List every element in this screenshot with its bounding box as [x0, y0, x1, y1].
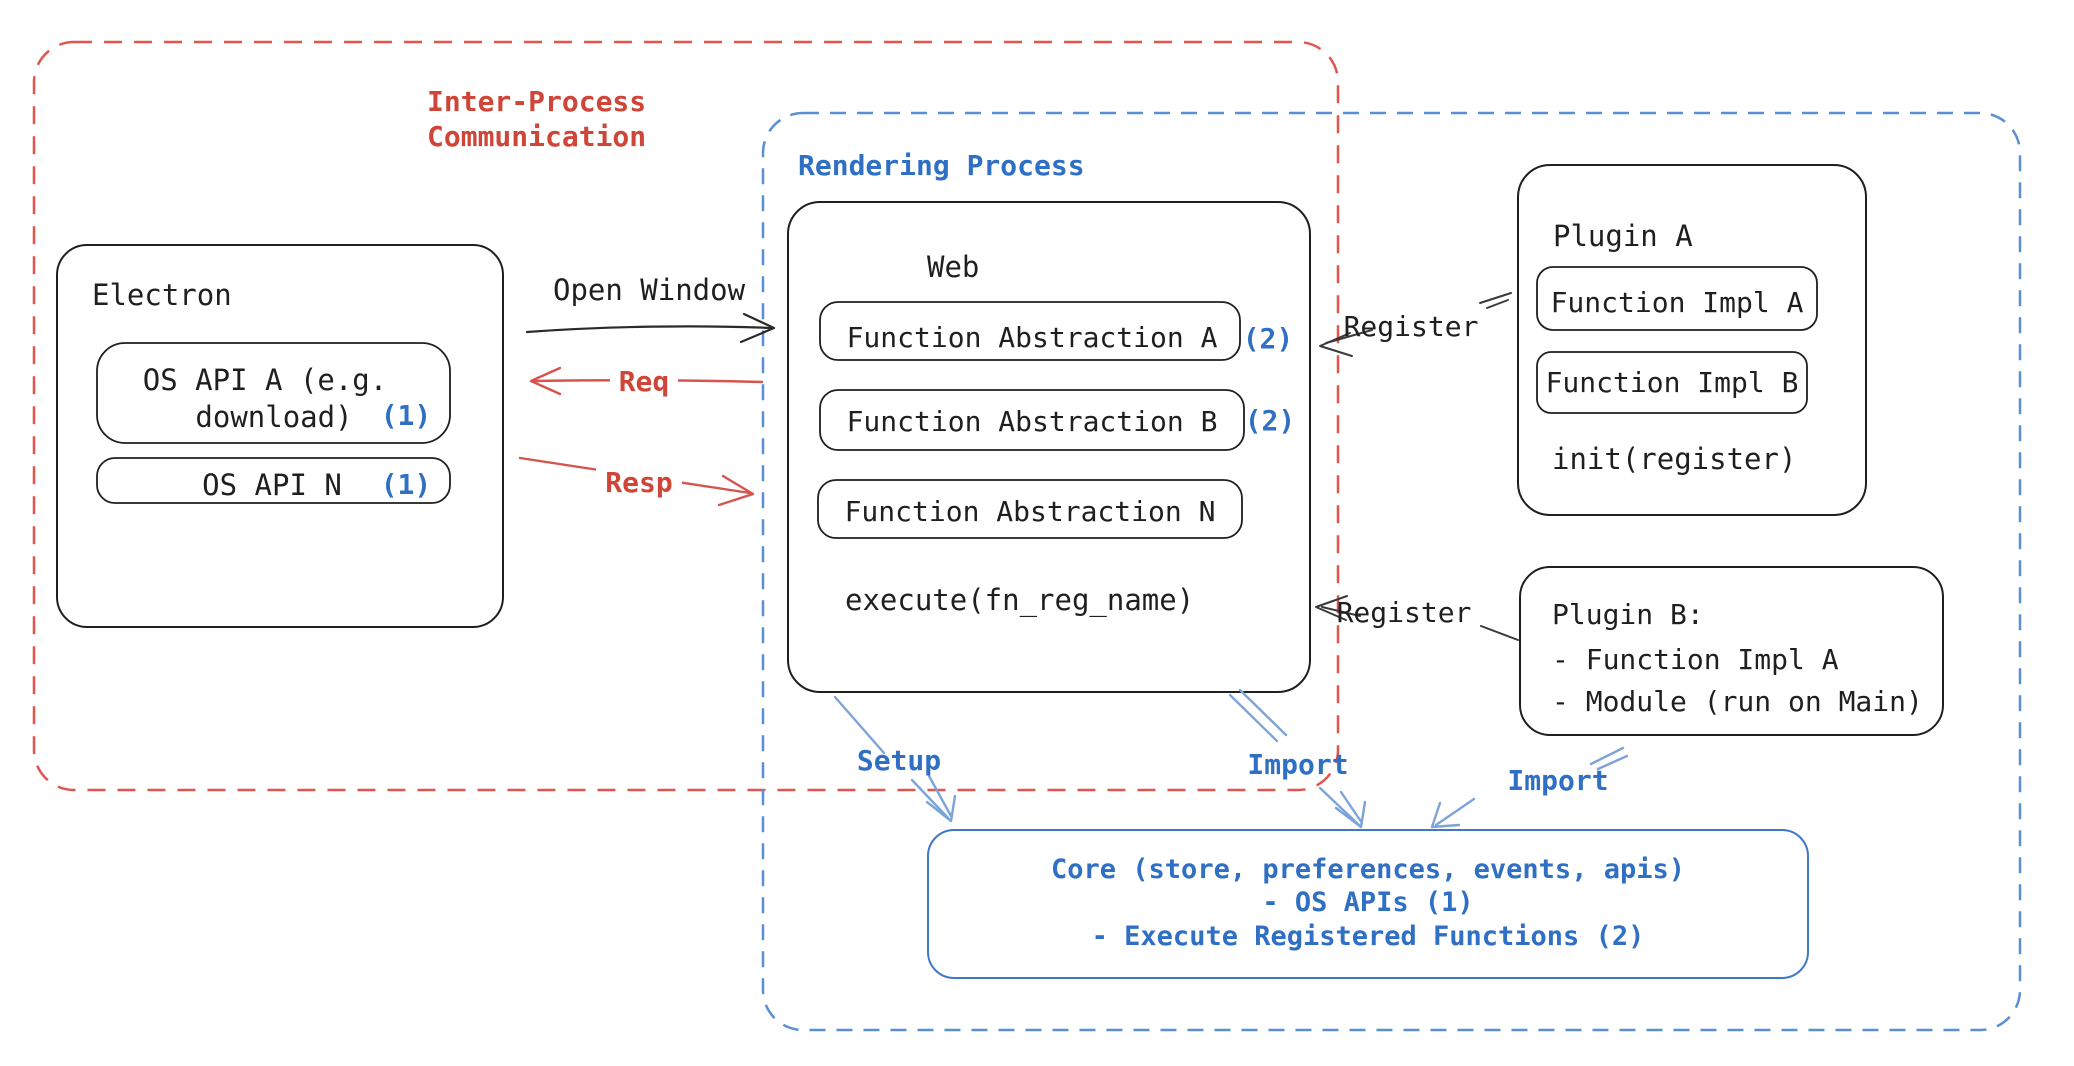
req-arrow: Req: [529, 365, 764, 398]
import-plugin-arrow-shaft: [1434, 797, 1476, 827]
function-abstraction-n-label: Function Abstraction N: [845, 495, 1216, 528]
function-impl-b-label: Function Impl B: [1546, 366, 1799, 399]
os-api-a-label-line1: OS API A (e.g.: [143, 363, 387, 397]
plugin-a-box: [1517, 164, 1867, 516]
import-web-arrow-shaft2: [1339, 790, 1364, 825]
import-arrow-web: Import: [1228, 688, 1367, 829]
import-web-line-upper2: [1238, 688, 1288, 737]
os-api-n-box: [96, 457, 451, 504]
plugin-b-line2: - Function Impl A: [1552, 643, 1839, 676]
setup-arrow: Setup: [833, 695, 957, 823]
electron-node: Electron OS API A (e.g. download) (1) OS…: [56, 244, 504, 628]
plugin-b-box: [1519, 566, 1944, 736]
ipc-title-line2: Communication: [427, 120, 646, 153]
import-plugin-arrow-head-icon: [1430, 801, 1461, 829]
import-plugin-slash2: [1596, 754, 1629, 771]
web-node: Web Function Abstraction A (2) Function …: [787, 201, 1311, 693]
resp-label-background: [596, 464, 682, 496]
setup-arrow-shaft2: [927, 774, 953, 818]
open-window-arrow-shaft: [525, 325, 774, 334]
function-abstraction-a-badge: (2): [1243, 322, 1294, 355]
web-title: Web: [927, 250, 979, 284]
core-node: Core (store, preferences, events, apis) …: [927, 829, 1809, 979]
core-line1: Core (store, preferences, events, apis): [1051, 854, 1685, 885]
register-a-arrow-head-icon: [1319, 332, 1353, 357]
execute-label: execute(fn_reg_name): [845, 583, 1194, 618]
plugin-a-title: Plugin A: [1553, 219, 1693, 253]
resp-arrow-head-icon: [717, 474, 755, 507]
req-arrow-head-icon: [529, 366, 562, 396]
plugin-a-node: Plugin A Function Impl A Function Impl B…: [1517, 164, 1867, 516]
import-plugin-slash: [1589, 746, 1625, 766]
setup-arrow-shaft: [910, 778, 951, 821]
register-b-arrow-head-icon: [1315, 595, 1348, 621]
resp-arrow: Resp: [518, 456, 755, 507]
register-arrow-plugin-a: Register: [1319, 292, 1512, 357]
register-b-label: Register: [1337, 596, 1472, 629]
os-api-n-badge: (1): [381, 468, 432, 501]
init-register-label: init(register): [1552, 442, 1796, 476]
os-api-a-label-line2: download): [195, 400, 352, 434]
electron-title: Electron: [92, 278, 232, 312]
function-impl-a-box: [1536, 266, 1818, 331]
req-label-background: [610, 367, 678, 397]
plugin-b-node: Plugin B: - Function Impl A - Module (ru…: [1519, 566, 1944, 736]
rendering-process-title: Rendering Process: [798, 149, 1085, 182]
inter-process-communication-boundary: [32, 40, 1340, 792]
setup-label: Setup: [857, 744, 941, 777]
function-abstraction-b-badge: (2): [1245, 404, 1296, 437]
function-abstraction-b-box: [819, 389, 1245, 451]
ipc-title-line1: Inter-Process: [427, 85, 646, 118]
open-window-arrow: Open Window: [525, 273, 776, 344]
import-web-arrow-head-icon: [1334, 800, 1367, 829]
function-impl-a-label: Function Impl A: [1551, 286, 1804, 319]
open-window-label: Open Window: [553, 273, 746, 307]
function-abstraction-a-box: [819, 301, 1241, 361]
core-line3: - Execute Registered Functions (2): [1092, 921, 1645, 952]
rendering-process-boundary: [761, 111, 2022, 1032]
register-b-connector: [1480, 625, 1519, 641]
import-web-label: Import: [1247, 748, 1348, 781]
plugin-b-line1: Plugin B:: [1552, 598, 1704, 631]
register-b-arrow-shaft: [1321, 606, 1361, 617]
register-a-label: Register: [1344, 310, 1479, 343]
function-impl-b-box: [1536, 351, 1808, 414]
register-a-connector2: [1486, 299, 1509, 309]
register-a-connector: [1479, 292, 1512, 304]
open-window-arrow-head-icon: [739, 312, 776, 344]
function-abstraction-n-box: [817, 479, 1243, 539]
setup-line-upper: [833, 695, 886, 755]
import-plugin-label: Import: [1507, 764, 1608, 797]
setup-arrow-head-icon: [925, 794, 957, 823]
import-arrow-plugin-b: Import: [1430, 746, 1629, 829]
core-box: [927, 829, 1809, 979]
req-label: Req: [619, 365, 670, 398]
os-api-n-label: OS API N: [202, 468, 342, 502]
resp-label: Resp: [605, 466, 672, 499]
function-abstraction-a-label: Function Abstraction A: [847, 321, 1218, 354]
core-line2: - OS APIs (1): [1262, 887, 1473, 918]
import-web-line-upper: [1228, 693, 1279, 743]
os-api-a-box: [96, 342, 451, 444]
register-arrow-plugin-b: Register: [1315, 595, 1519, 641]
function-abstraction-b-label: Function Abstraction B: [847, 405, 1218, 438]
os-api-a-badge: (1): [381, 399, 432, 432]
plugin-b-line3: - Module (run on Main): [1552, 685, 1923, 718]
